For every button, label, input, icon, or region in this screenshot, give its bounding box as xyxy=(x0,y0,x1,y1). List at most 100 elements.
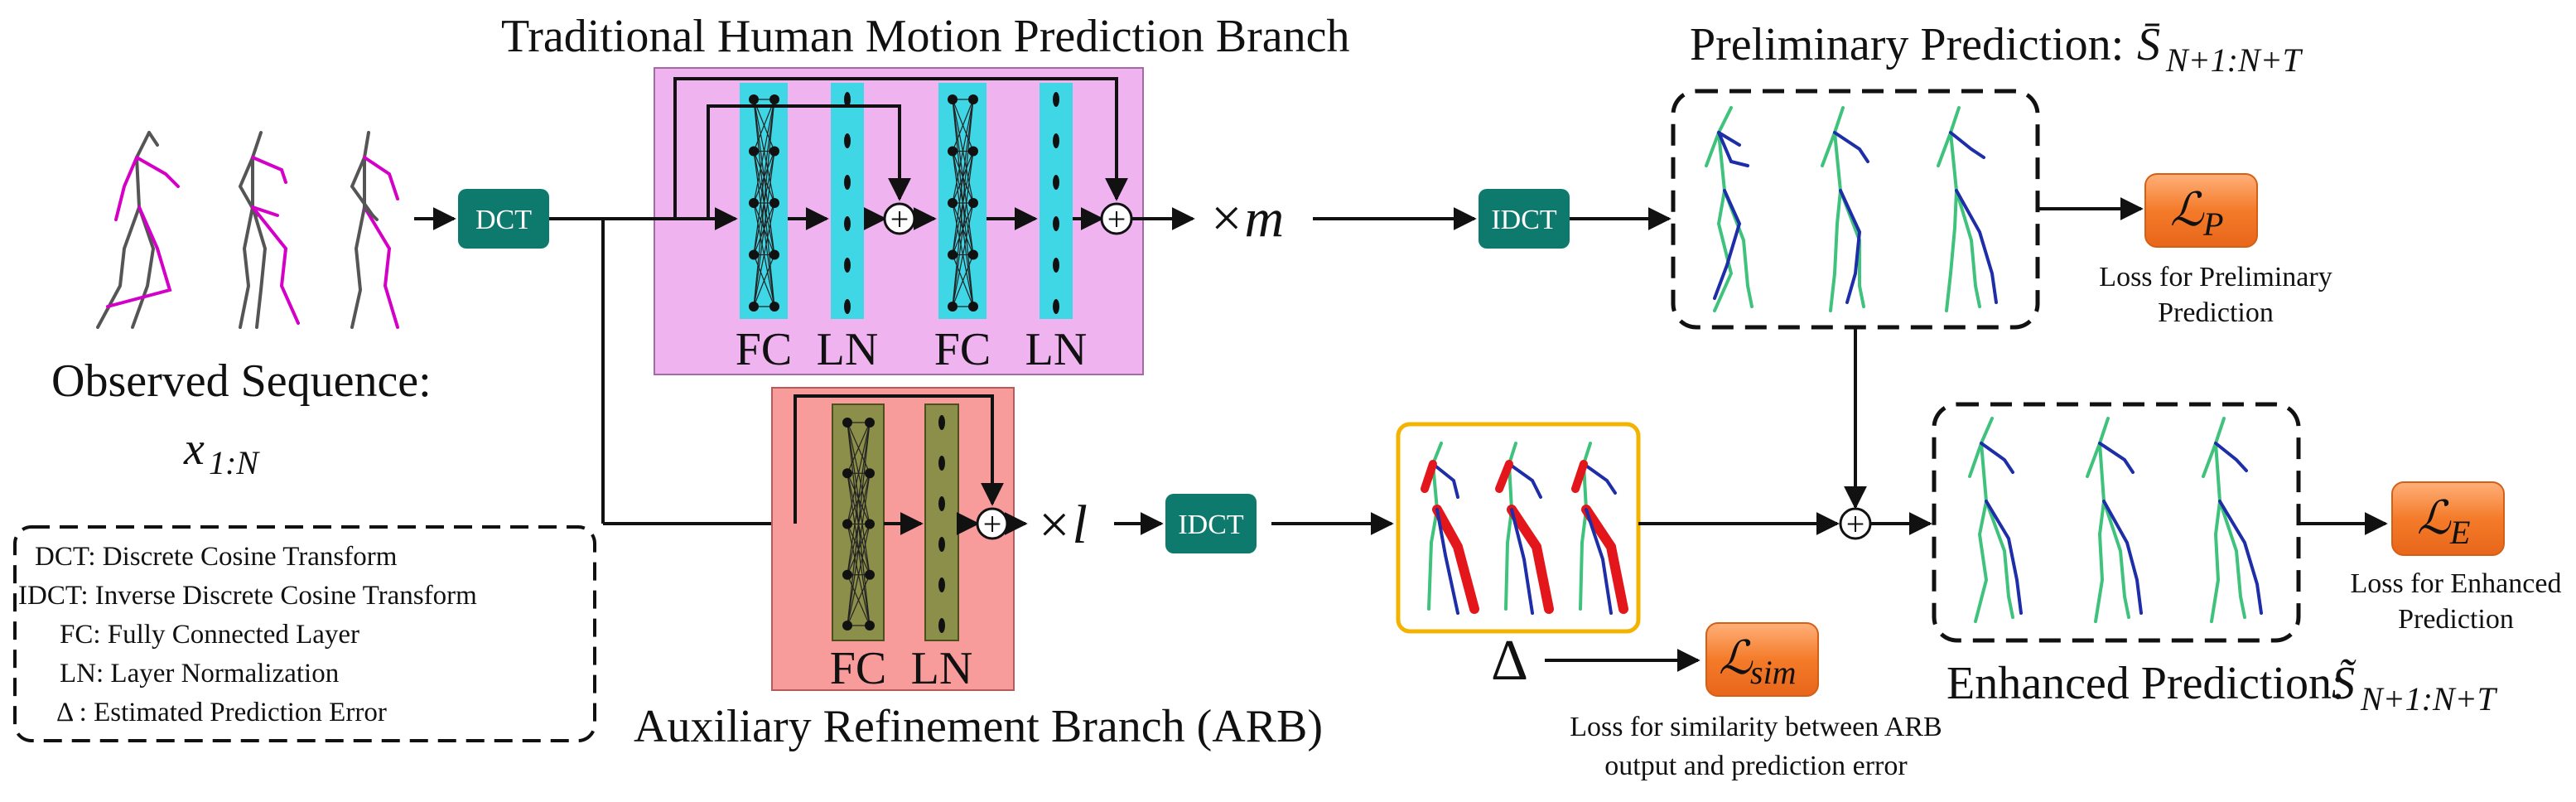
ln-node xyxy=(938,456,945,471)
plus-symbol: + xyxy=(983,505,1002,543)
fc-node xyxy=(948,94,958,104)
arb-output-skeleton-2 xyxy=(1495,442,1554,615)
ln1-label: LN xyxy=(817,324,879,375)
arb-output-skeletons xyxy=(1421,442,1628,615)
lsim-subscript: sim xyxy=(1750,654,1797,691)
traditional-layers xyxy=(740,83,1073,319)
dct-block: DCT xyxy=(458,189,549,249)
fc-connection xyxy=(847,473,871,626)
repeat-l-label: ×l xyxy=(1035,495,1088,555)
delta-symbol: Δ xyxy=(1491,629,1528,693)
traditional-flow-lines xyxy=(549,77,1195,230)
fc-node xyxy=(749,249,759,260)
s-bar-symbol: S̄ xyxy=(2137,19,2160,70)
fc-connection xyxy=(847,422,871,626)
fc-node xyxy=(865,418,875,428)
loss-preliminary-box: ℒ P xyxy=(2144,173,2258,248)
fc-node xyxy=(842,418,852,428)
lsim-caption-line2: output and prediction error xyxy=(1604,751,1908,781)
fc-node xyxy=(842,569,852,580)
input-skeleton-1 xyxy=(96,131,180,329)
legend-item-dct: DCT: Discrete Cosine Transform xyxy=(35,542,398,572)
ln-node xyxy=(844,299,851,314)
ln-node xyxy=(938,577,945,592)
fc-node xyxy=(948,146,958,157)
ln-node xyxy=(938,415,945,430)
ln-node xyxy=(1053,258,1059,273)
fc-node xyxy=(842,621,852,630)
enhanced-prediction-title: Enhanced Prediction: xyxy=(1946,658,2345,709)
fc-connection xyxy=(847,422,871,474)
ln-node xyxy=(844,92,851,107)
fc-connection xyxy=(753,202,775,307)
pred-skeleton-1 xyxy=(1705,106,1754,312)
fc-connection xyxy=(847,524,871,626)
fc2-label: FC xyxy=(934,324,991,375)
fc-node xyxy=(948,249,958,260)
legend-item-fc: FC: Fully Connected Layer xyxy=(60,620,359,650)
loss-enhanced-box: ℒ E xyxy=(2391,481,2505,556)
fc-connection xyxy=(753,99,775,307)
input-variable-subscript: 1:N xyxy=(209,444,260,481)
ln-node xyxy=(1053,299,1059,314)
ln1-layer xyxy=(831,83,864,319)
repeat-m-label: ×m xyxy=(1208,188,1284,249)
idct-bottom-label: IDCT xyxy=(1178,510,1244,540)
enhanced-symbol: S̃ N+1:N+T xyxy=(2332,658,2498,717)
ln2-label: LN xyxy=(1025,324,1088,375)
input-variable-x: x xyxy=(183,423,205,475)
ln-node xyxy=(844,216,851,231)
fc-node xyxy=(842,519,852,529)
fc-connection xyxy=(952,99,974,307)
fc-node xyxy=(865,519,875,529)
preliminary-skeletons xyxy=(1705,106,1998,312)
fc-node xyxy=(769,198,779,208)
fc-connection xyxy=(952,254,974,307)
fc-connection xyxy=(753,99,775,255)
observed-sequence-skeletons xyxy=(96,131,399,329)
arb-region xyxy=(771,387,1015,691)
legend-box xyxy=(13,525,596,742)
fc-connection xyxy=(753,99,775,152)
s-bar-subscript: N+1:N+T xyxy=(2165,41,2303,79)
arb-output-skeleton-3 xyxy=(1571,442,1628,615)
fc-node xyxy=(968,94,978,104)
ln-node xyxy=(938,618,945,633)
dct-label: DCT xyxy=(475,205,532,235)
input-skeleton-3 xyxy=(350,131,399,329)
legend-item-ln: LN: Layer Normalization xyxy=(60,659,339,688)
legend-item-delta: Δ : Estimated Prediction Error xyxy=(56,698,387,727)
lp-caption-line1: Loss for Preliminary xyxy=(2099,262,2332,292)
fc-connection xyxy=(753,99,775,204)
arb-ln-layer xyxy=(924,403,959,641)
lsim-caption-line1: Loss for similarity between ARB xyxy=(1570,712,1942,742)
le-subscript: E xyxy=(2449,514,2470,551)
loss-sim-box: ℒ sim xyxy=(1705,622,1819,697)
fc-connection xyxy=(952,202,974,307)
fc-node xyxy=(865,569,875,580)
lp-symbol: ℒ xyxy=(2170,185,2205,236)
fc-node xyxy=(769,146,779,157)
pred-skeleton-3 xyxy=(1937,106,1998,312)
enhanced-skeletons xyxy=(1968,417,2263,623)
idct-top-label: IDCT xyxy=(1491,205,1557,235)
fc-node xyxy=(749,146,759,157)
fc-connection xyxy=(847,422,871,575)
fc-node xyxy=(948,302,958,312)
arb-ln-label: LN xyxy=(911,643,973,694)
input-variable: x 1:N xyxy=(183,423,260,481)
ln-node xyxy=(938,537,945,552)
fc-node xyxy=(968,249,978,260)
plus-node-trad-1: + xyxy=(883,200,916,238)
legend-item-idct: IDCT: Inverse Discrete Cosine Transform xyxy=(18,581,477,611)
traditional-branch-title: Traditional Human Motion Prediction Bran… xyxy=(501,11,1350,62)
ln-node xyxy=(844,258,851,273)
le-caption-line1: Loss for Enhanced xyxy=(2351,568,2562,599)
arb-output-skeleton-1 xyxy=(1421,442,1479,615)
fc-node xyxy=(769,249,779,260)
arb-flow-lines xyxy=(794,394,1028,535)
ln-node xyxy=(1053,175,1059,190)
ln-node xyxy=(844,133,851,148)
idct-top-block: IDCT xyxy=(1479,189,1570,249)
fc-connection xyxy=(753,254,775,307)
